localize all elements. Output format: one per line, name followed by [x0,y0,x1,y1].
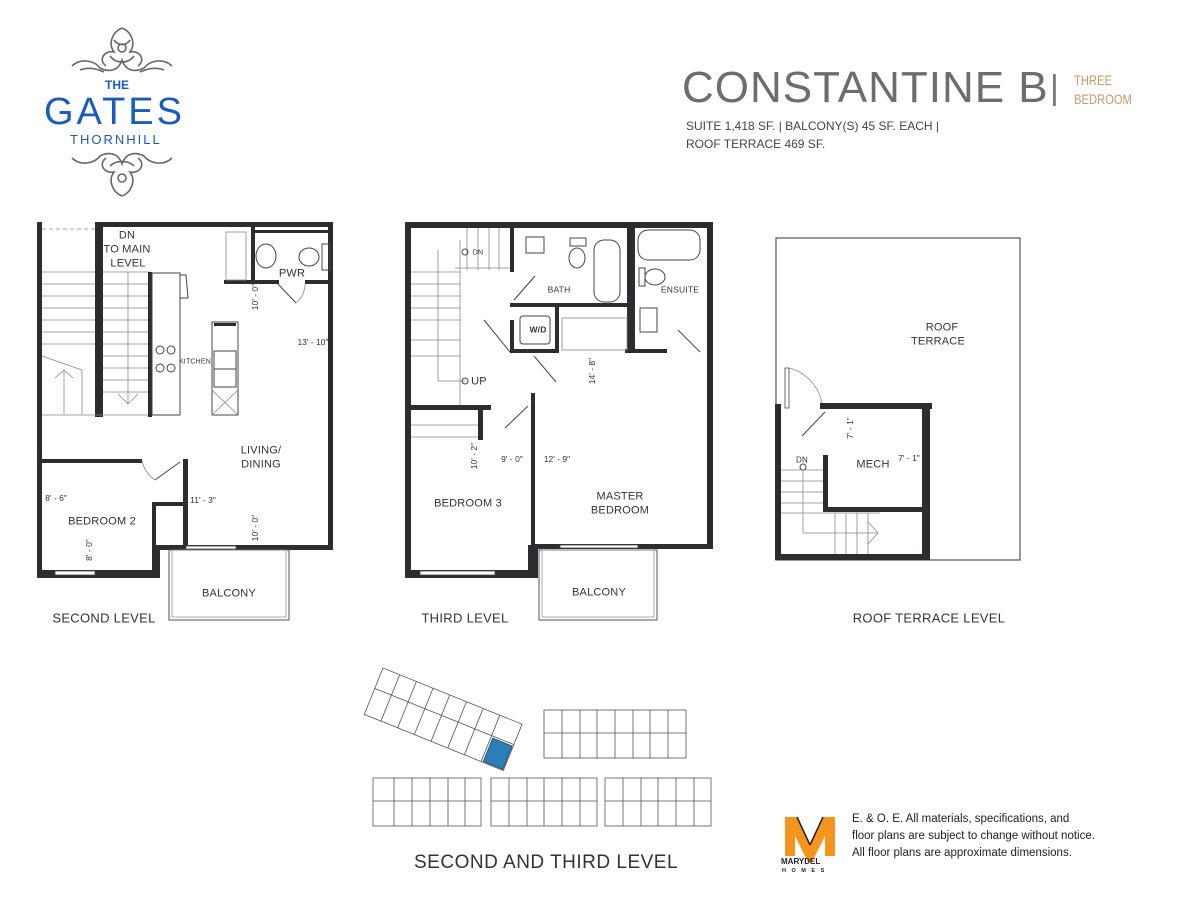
dim-living-width: 13' - 10" [297,337,329,347]
dim-bedroom3-depth: 10' - 2" [469,442,479,470]
label-dn-roof: DN [796,455,808,465]
marydel-logo [785,816,835,862]
builder-homes: H O M E S [782,868,827,874]
brand-gates: GATES [44,91,185,133]
dim-bedroom3-width: 9' - 0" [501,454,523,464]
third-level-plan [405,222,713,621]
builder-name: MARYDEL [781,857,821,866]
dim-bedroom2-depth: 8' - 0" [84,539,94,561]
bedroom-type-1: THREE [1074,72,1112,88]
dim-mech-depth: 7' - 1" [845,417,855,439]
highlighted-unit [482,737,513,770]
site-plan-title: SECOND AND THIRD LEVEL [414,852,679,873]
label-bath: BATH [547,284,571,295]
label-to-main: TO MAIN [103,243,151,256]
second-level-title: SECOND LEVEL [52,610,156,626]
dim-living-depth: 10' - 0" [250,514,260,542]
logo-ornament-top [71,27,173,73]
label-balcony-2: BALCONY [202,587,256,600]
label-master-bedroom: BEDROOM [590,504,650,517]
label-bedroom-2: BEDROOM 2 [68,515,136,528]
dim-master-depth: 14' - 8" [587,357,597,385]
label-dining: DINING [241,458,281,471]
label-level: LEVEL [110,257,146,270]
brand-the: THE [105,78,129,92]
label-kitchen: KITCHEN [178,358,212,366]
dim-living-length: 11' - 3" [190,495,216,505]
roof-level-title: ROOF TERRACE LEVEL [852,610,1006,626]
label-pwr: PWR [278,267,306,280]
site-key-plan [363,667,712,827]
second-level-plan [37,222,333,621]
label-terrace: TERRACE [911,335,965,348]
label-roof: ROOF [925,321,959,334]
area-line-2: ROOF TERRACE 469 SF. [686,137,826,151]
third-level-title: THIRD LEVEL [421,610,509,626]
model-name: CONSTANTINE B [682,63,1049,112]
label-wd: W/D [529,324,547,335]
label-balcony-3: BALCONY [572,586,626,599]
label-dn-3: DN [472,249,484,257]
disclaimer-3: All floor plans are approximate dimensio… [852,847,1072,859]
dim-mech-width: 7' - 1" [898,453,920,463]
disclaimer-2: floor plans are subject to change withou… [852,830,1095,842]
brand-thornhill: THORNHILL [70,132,162,147]
roof-terrace-plan [775,237,1021,561]
label-mech: MECH [856,458,890,471]
dim-master-width: 12' - 9" [543,454,571,464]
label-living: LIVING/ [240,444,282,457]
label-ensuite: ENSUITE [660,284,700,295]
disclaimer-1: E. & O. E. All materials, specifications… [852,813,1070,825]
title-separator: | [1050,69,1059,107]
label-up: UP [471,375,487,388]
area-line-1: SUITE 1,418 SF. | BALCONY(S) 45 SF. EACH… [686,119,939,133]
bedroom-type-2: BEDROOM [1074,91,1132,107]
label-master: MASTER [596,490,644,503]
label-dn: DN [118,229,136,242]
dim-bedroom2-width: 8' - 6" [45,493,67,503]
dim-pwr: 10' - 0" [250,283,260,311]
logo-ornament-bottom [71,152,173,197]
label-bedroom-3: BEDROOM 3 [434,497,502,510]
